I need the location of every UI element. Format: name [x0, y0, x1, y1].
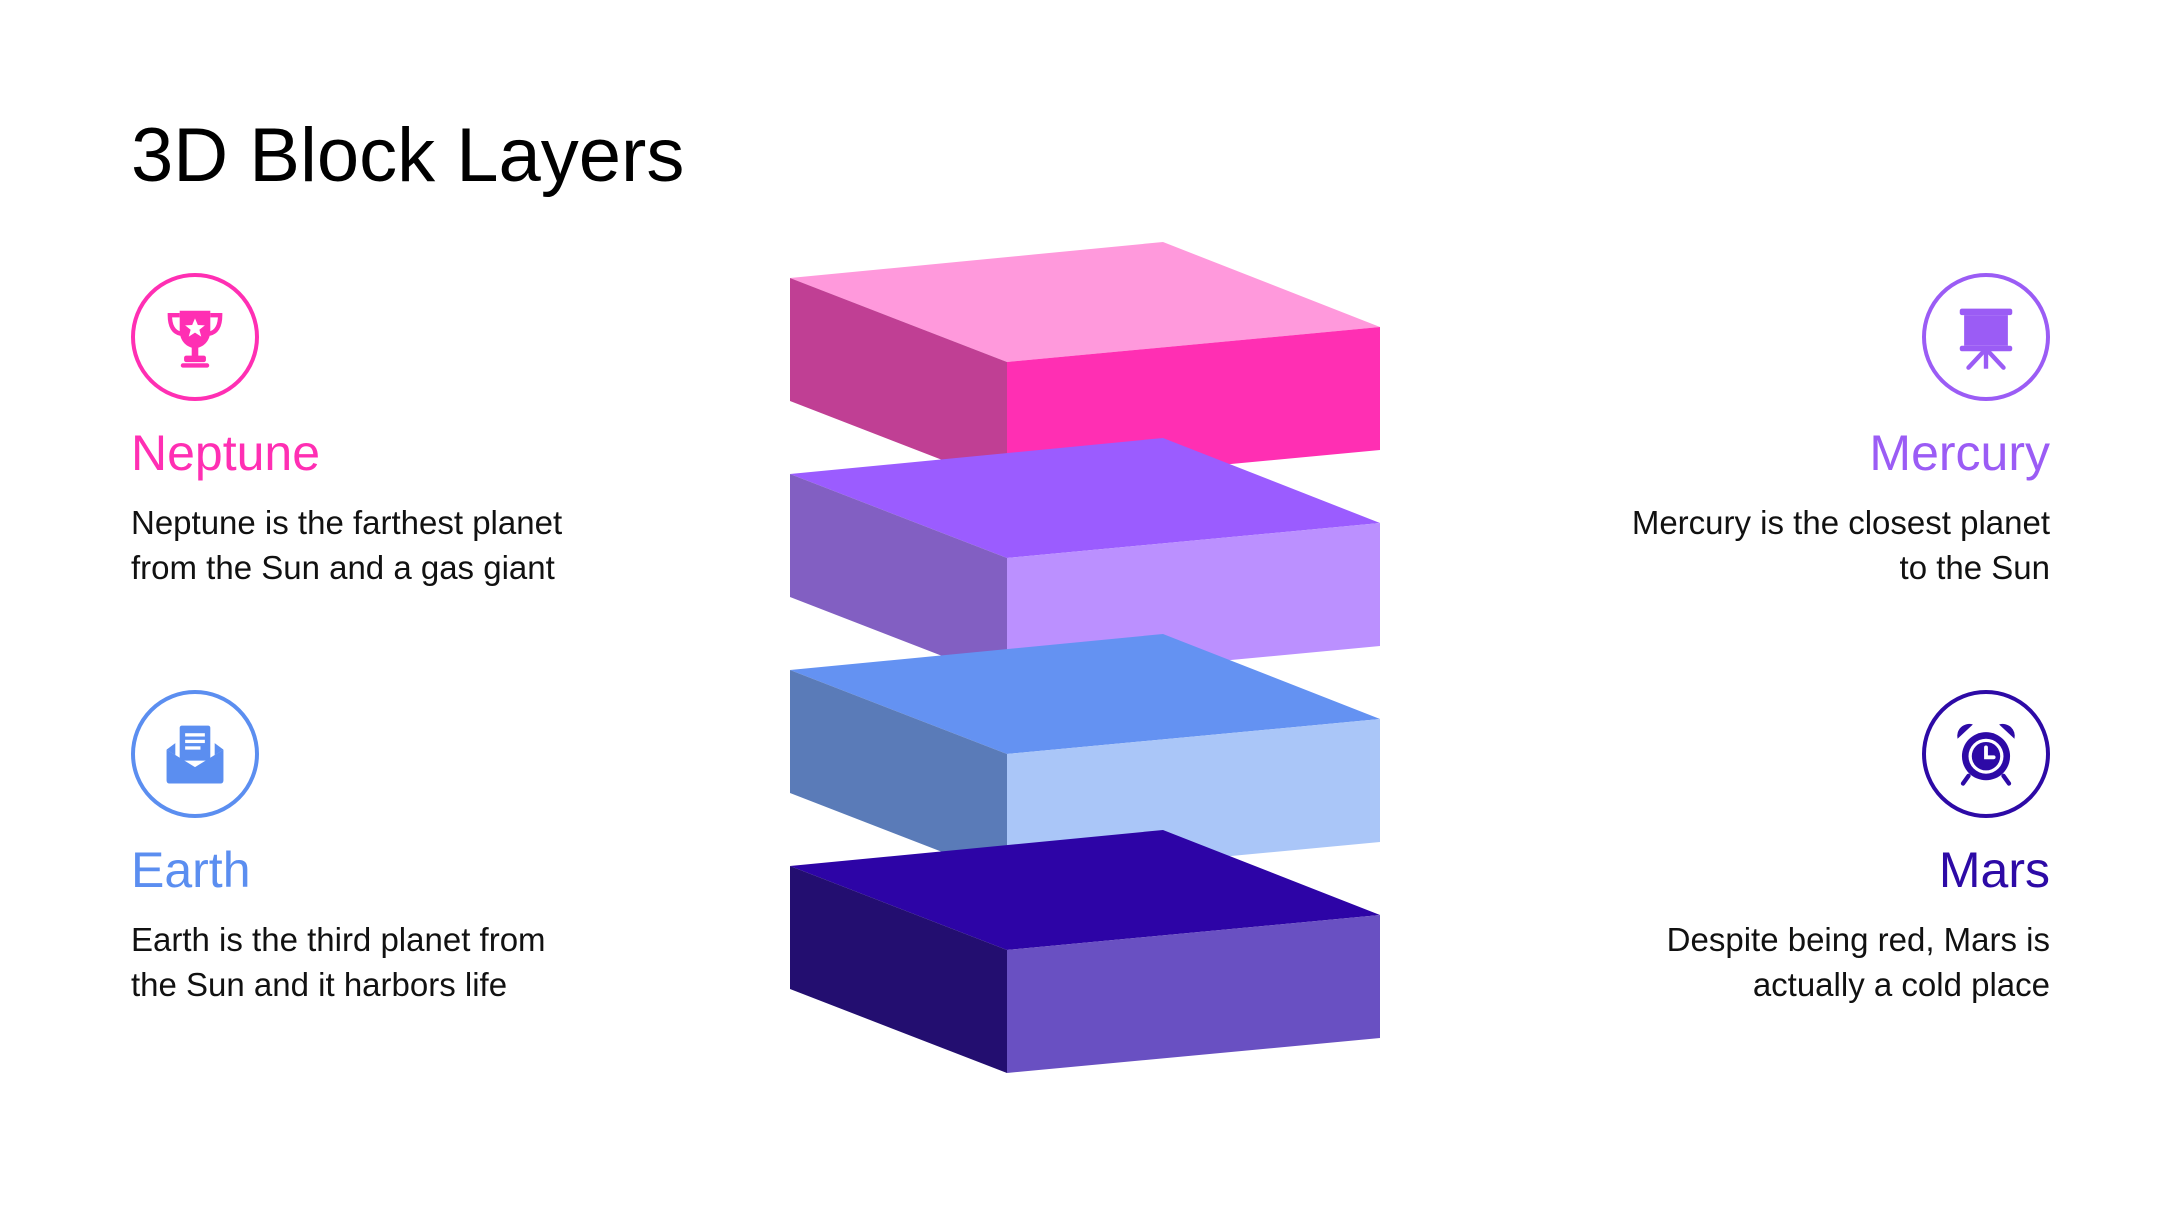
- block-mercury: [790, 438, 1380, 681]
- presentation-board-icon: [1959, 308, 2013, 370]
- neptune-icon-ring: [131, 273, 259, 401]
- block-mars: [790, 830, 1380, 1073]
- earth-title: Earth: [131, 842, 251, 898]
- envelope-icon: [166, 725, 224, 784]
- mars-title: Mars: [1938, 842, 2050, 898]
- earth-icon-ring: [131, 690, 259, 818]
- block-neptune-top-face: [790, 242, 1380, 362]
- block-mercury-top-face: [790, 438, 1380, 558]
- mars-description: Despite being red, Mars is actually a co…: [1666, 921, 2050, 1003]
- block-earth-top-face: [790, 634, 1380, 754]
- earth-description: Earth is the third planet from the Sun a…: [131, 921, 546, 1003]
- mercury-item: Mercury Mercury is the closest planet to…: [1450, 273, 2050, 590]
- block-mars-left-face: [790, 866, 1007, 1073]
- mercury-description: Mercury is the closest planet to the Sun: [1631, 504, 2050, 586]
- neptune-item: Neptune Neptune is the farthest planet f…: [131, 273, 731, 590]
- neptune-description: Neptune is the farthest planet from the …: [131, 504, 563, 586]
- block-mercury-left-face: [790, 474, 1007, 681]
- block-neptune-left-face: [790, 278, 1007, 485]
- alarm-clock-icon: [1957, 723, 2015, 786]
- page-title: 3D Block Layers: [131, 113, 685, 198]
- mercury-title: Mercury: [1869, 425, 2050, 481]
- block-mars-right-face: [1007, 915, 1380, 1073]
- mercury-icon-ring: [1922, 273, 2050, 401]
- mars-icon-ring: [1922, 690, 2050, 818]
- block-stack: [790, 242, 1380, 1073]
- mars-item: Mars Despite being red, Mars is actually…: [1450, 690, 2050, 1007]
- block-mars-top-face: [790, 830, 1380, 950]
- block-earth-left-face: [790, 670, 1007, 877]
- trophy-icon: [167, 310, 223, 368]
- earth-item: Earth Earth is the third planet from the…: [131, 690, 731, 1007]
- neptune-title: Neptune: [131, 425, 321, 481]
